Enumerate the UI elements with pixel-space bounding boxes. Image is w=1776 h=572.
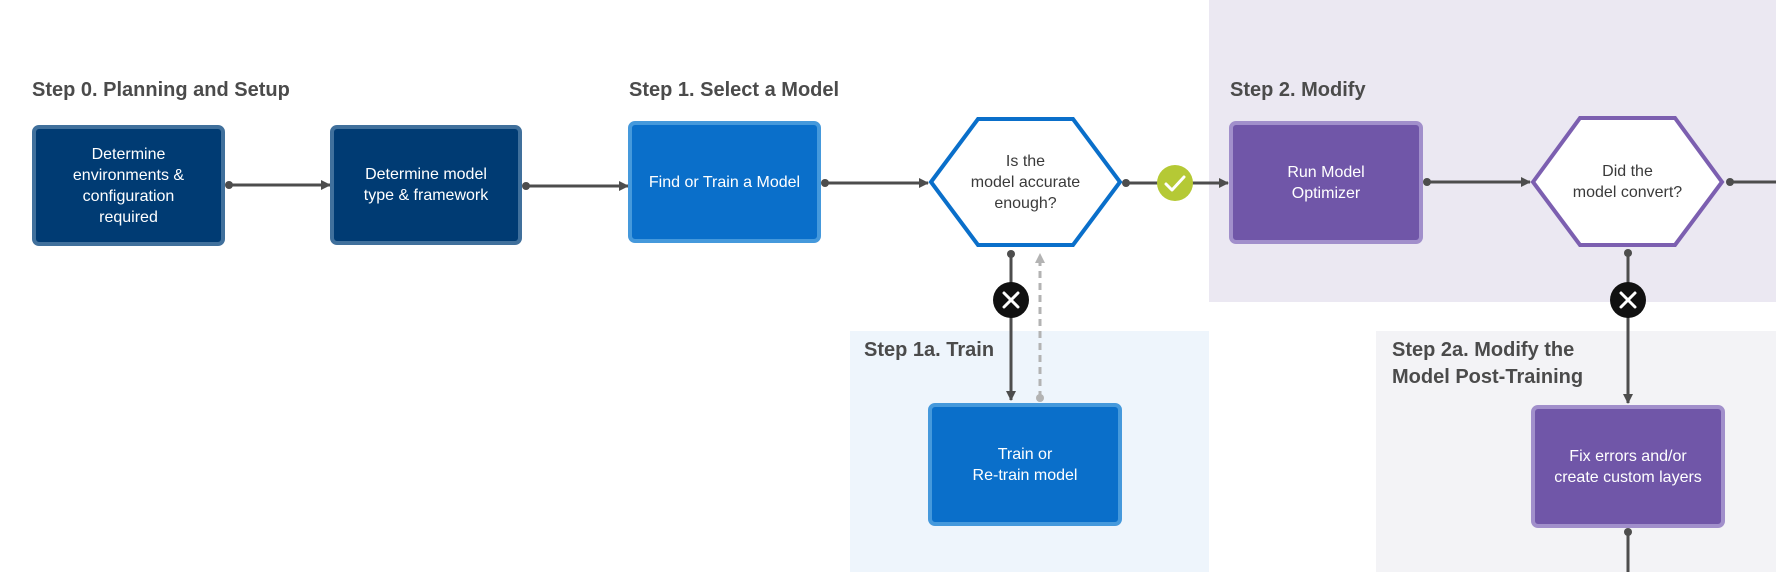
step2-title: Step 2. Modify	[1230, 79, 1366, 101]
step0-title: Step 0. Planning and Setup	[32, 79, 290, 101]
convert-decision-hexagon	[1530, 116, 1725, 247]
connector-env-to-model	[225, 180, 331, 190]
connector-model-to-find	[522, 181, 629, 191]
find-or-train-model-box: Find or Train a Model	[628, 121, 821, 243]
accuracy-decision-hexagon	[928, 117, 1123, 247]
step1-title: Step 1. Select a Model	[629, 79, 840, 101]
connector-convert-no-to-fix	[1623, 249, 1633, 404]
convert-decision-label: Did the model convert?	[1572, 163, 1683, 201]
no-x-icon	[993, 282, 1029, 318]
determine-model-box: Determine model type & framework	[330, 125, 522, 245]
connector-find-to-accuracy	[821, 178, 929, 188]
step2a-title: Step 2a. Modify the Model Post-Training	[1392, 339, 1584, 388]
fix-errors-box: Fix errors and/or create custom layers	[1531, 405, 1725, 528]
run-model-optimizer-box: Run Model Optimizer	[1229, 121, 1423, 244]
connector-optimizer-to-convert	[1423, 177, 1531, 187]
connector-convert-yes-out	[1726, 178, 1776, 186]
step1a-title: Step 1a. Train	[864, 339, 995, 361]
accuracy-decision-label: Is the model accurate enough?	[970, 152, 1081, 212]
no-x-icon	[1610, 282, 1646, 318]
connector-accuracy-no-to-train	[1006, 250, 1016, 401]
train-retrain-model-box: Train or Re-train model	[928, 403, 1122, 526]
determine-environments-box: Determine environments & configuration r…	[32, 125, 225, 246]
yes-check-icon	[1157, 165, 1193, 201]
connector-fix-out	[1624, 528, 1632, 572]
connector-train-to-accuracy	[1035, 253, 1045, 402]
